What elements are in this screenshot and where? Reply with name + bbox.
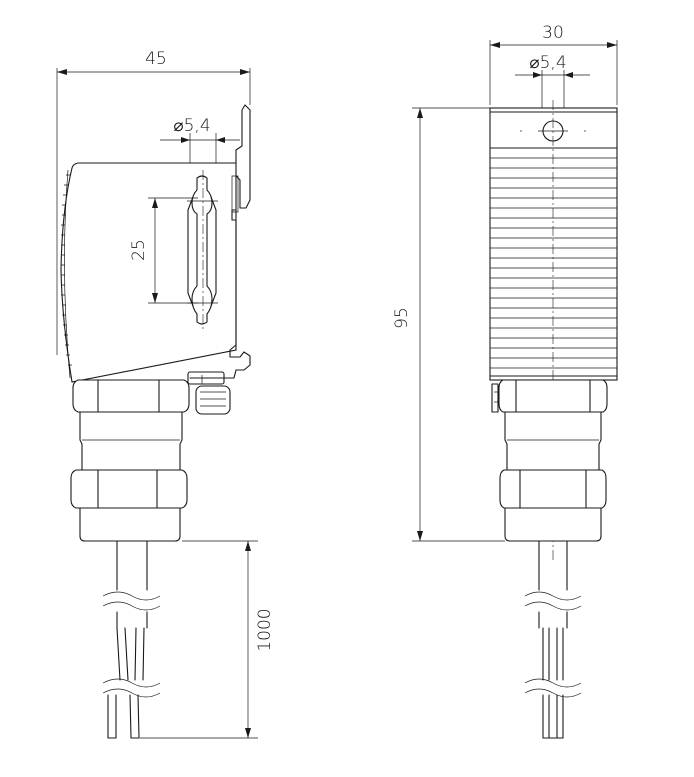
front-housing <box>489 107 618 381</box>
front-cable <box>524 540 582 739</box>
clip-spring <box>187 371 231 415</box>
gland-body <box>79 411 183 471</box>
dim-front-width: 30 <box>489 23 618 105</box>
upper-hex-nut <box>72 379 190 413</box>
housing-body <box>60 162 237 383</box>
side-view: 45 ⌀5,4 <box>56 49 275 739</box>
front-ribs <box>489 157 618 377</box>
dim-front-hole-label: ⌀5,4 <box>529 53 566 73</box>
dim-cable-length: 1000 <box>140 540 275 739</box>
housing-ribs <box>61 174 72 366</box>
din-rail-clip <box>189 104 251 379</box>
dim-side-hole-spacing: 25 <box>129 197 198 304</box>
side-cable <box>102 540 161 739</box>
front-upper-nut <box>498 379 608 413</box>
front-view: 30 ⌀5,4 <box>392 23 618 739</box>
dim-side-hole: ⌀5,4 <box>160 116 240 165</box>
dim-front-height-label: 95 <box>392 307 412 329</box>
front-lower-nut <box>499 469 607 509</box>
dim-side-width-label: 45 <box>145 49 167 69</box>
gland-tip <box>79 507 181 542</box>
front-gland-tip <box>504 507 602 542</box>
front-gland-body <box>504 411 602 471</box>
dim-side-hole-label: ⌀5,4 <box>173 116 210 136</box>
lower-hex-nut <box>70 469 188 509</box>
dim-cable-length-label: 1000 <box>255 608 275 651</box>
dim-front-width-label: 30 <box>542 23 564 43</box>
dim-side-width: 45 <box>56 49 251 355</box>
dim-side-hole-spacing-label: 25 <box>129 239 149 261</box>
dim-front-height: 95 <box>392 107 505 542</box>
